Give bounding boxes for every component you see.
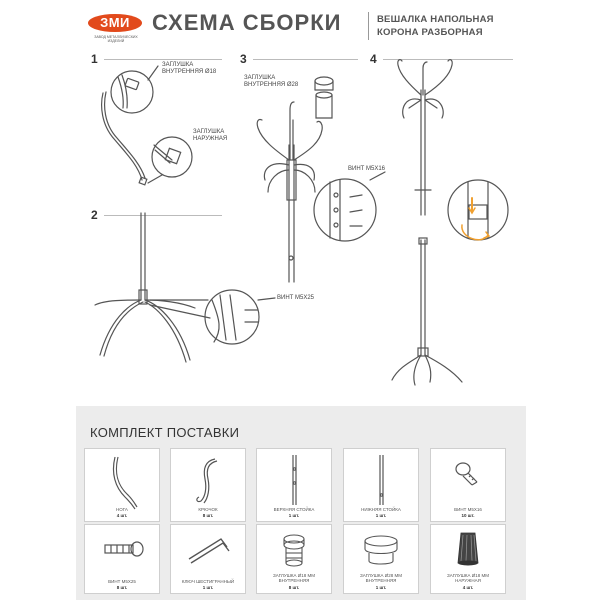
step-4-hanger-drawing [391, 59, 463, 386]
step-1-callout-inner-cap: ЗАГЛУШКА ВНУТРЕННЯЯ Ø18 [162, 62, 217, 75]
kit-item-name: ВИНТ М5х25 [108, 579, 136, 584]
kit-item-qty: 8 шт. [116, 585, 128, 590]
step-2-number: 2 [91, 208, 98, 222]
upper-pole-icon [292, 455, 297, 505]
screw-long-icon [104, 541, 144, 557]
screw-short-icon [455, 462, 478, 486]
kit-item-outer-cap-18: ЗАГЛУШКА Ø18 ММ НАРУЖНАЯ 4 шт. [430, 524, 506, 594]
step-4-number: 4 [370, 52, 377, 66]
step-3-zoom-cap [314, 76, 334, 119]
step-3-callout-inner-cap: ЗАГЛУШКА ВНУТРЕННЯЯ Ø28 [244, 75, 299, 88]
logo-badge [88, 14, 142, 32]
kit-item-lower-pole: НИЖНЯЯ СТОЙКА 1 шт. [343, 448, 419, 522]
kit-item-inner-cap-28: ЗАГЛУШКА Ø28 ММ ВНУТРЕННЯЯ 1 шт. [343, 524, 419, 594]
kit-item-name: ВЕРХНЯЯ СТОЙКА [273, 507, 315, 512]
hex-key-icon [188, 538, 230, 564]
kit-item-name: ЗАГЛУШКА Ø28 ММ ВНУТРЕННЯЯ [360, 573, 402, 583]
kit-item-qty: 10 шт. [461, 513, 475, 518]
kit-item-name: ЗАГЛУШКА Ø18 ММ НАРУЖНАЯ [447, 573, 489, 583]
step-1-line [104, 59, 222, 60]
kit-item-inner-cap-18: ЗАГЛУШКА Ø18 ММ ВНУТРЕННЯЯ 8 шт. [256, 524, 332, 594]
leg-icon [112, 456, 138, 510]
lower-pole-icon [379, 455, 384, 505]
kit-item-leg: НОГА 4 шт. [84, 448, 160, 522]
kit-item-upper-pole: ВЕРХНЯЯ СТОЙКА 1 шт. [256, 448, 332, 522]
kit-item-qty: 4 шт. [462, 585, 474, 590]
kit-item-name: КЛЮЧ ШЕСТИГРАННЫЙ [181, 579, 235, 584]
logo-text: ЗМИ [100, 15, 130, 30]
logo-subtext: ЗАВОД МЕТАЛЛИЧЕСКИХ ИЗДЕЛИЙ [94, 35, 138, 43]
step-1-zoom-top [110, 65, 159, 114]
kit-title: КОМПЛЕКТ ПОСТАВКИ [90, 425, 240, 440]
kit-item-name: КРЮЧОК [198, 507, 218, 512]
step-3-callout-screw: ВИНТ М5х16 [348, 166, 385, 172]
kit-item-qty: 1 шт. [288, 513, 300, 518]
step-3-zoom-screws [313, 171, 386, 242]
step-3-number: 3 [240, 52, 247, 66]
kit-item-name: НОГА [116, 507, 128, 512]
subtitle-line-2: КОРОНА РАЗБОРНАЯ [377, 27, 483, 38]
step-1-number: 1 [91, 52, 98, 66]
subtitle-line-1: ВЕШАЛКА НАПОЛЬНАЯ [377, 14, 494, 25]
step-3-pole-drawing [256, 101, 323, 283]
kit-item-screw-m5x16: ВИНТ М5х16 10 шт. [430, 448, 506, 522]
step-2-zoom [204, 289, 276, 345]
inner-cap-28-icon [364, 535, 398, 565]
kit-item-qty: 8 шт. [202, 513, 214, 518]
kit-item-qty: 1 шт. [375, 513, 387, 518]
step-1-zoom-bottom [147, 136, 193, 184]
kit-item-name: ВИНТ М5х16 [454, 507, 482, 512]
kit-item-screw-m5x25: ВИНТ М5х25 8 шт. [84, 524, 160, 594]
product-subtitle: ВЕШАЛКА НАПОЛЬНАЯ КОРОНА РАЗБОРНАЯ [377, 13, 494, 39]
kit-item-hex-key: КЛЮЧ ШЕСТИГРАННЫЙ 1 шт. [170, 524, 246, 594]
inner-cap-18-icon [283, 534, 305, 567]
kit-item-qty: 8 шт. [288, 585, 300, 590]
kit-item-name: НИЖНЯЯ СТОЙКА [361, 507, 401, 512]
step-1-callout-outer-cap: ЗАГЛУШКА НАРУЖНАЯ [193, 129, 228, 142]
page-title: СХЕМА СБОРКИ [152, 10, 342, 35]
kit-item-qty: 1 шт. [375, 585, 387, 590]
step-2-base-drawing [94, 212, 211, 363]
step-4-zoom [447, 179, 509, 241]
kit-item-qty: 4 шт. [116, 513, 128, 518]
hook-icon [196, 458, 218, 504]
step-3-line [253, 59, 358, 60]
outer-cap-18-icon [457, 532, 479, 566]
kit-item-qty: 1 шт. [202, 585, 214, 590]
brand-logo: ЗМИ ЗАВОД МЕТАЛЛИЧЕСКИХ ИЗДЕЛИЙ [88, 12, 144, 43]
kit-item-name: ЗАГЛУШКА Ø18 ММ ВНУТРЕННЯЯ [273, 573, 315, 583]
kit-item-hook: КРЮЧОК 8 шт. [170, 448, 246, 522]
header-divider [368, 12, 369, 40]
step-4-line [383, 59, 513, 60]
step-1-leg-drawing [101, 91, 148, 186]
step-2-callout-screw: ВИНТ М5х25 [277, 295, 314, 301]
step-2-line [104, 215, 222, 216]
